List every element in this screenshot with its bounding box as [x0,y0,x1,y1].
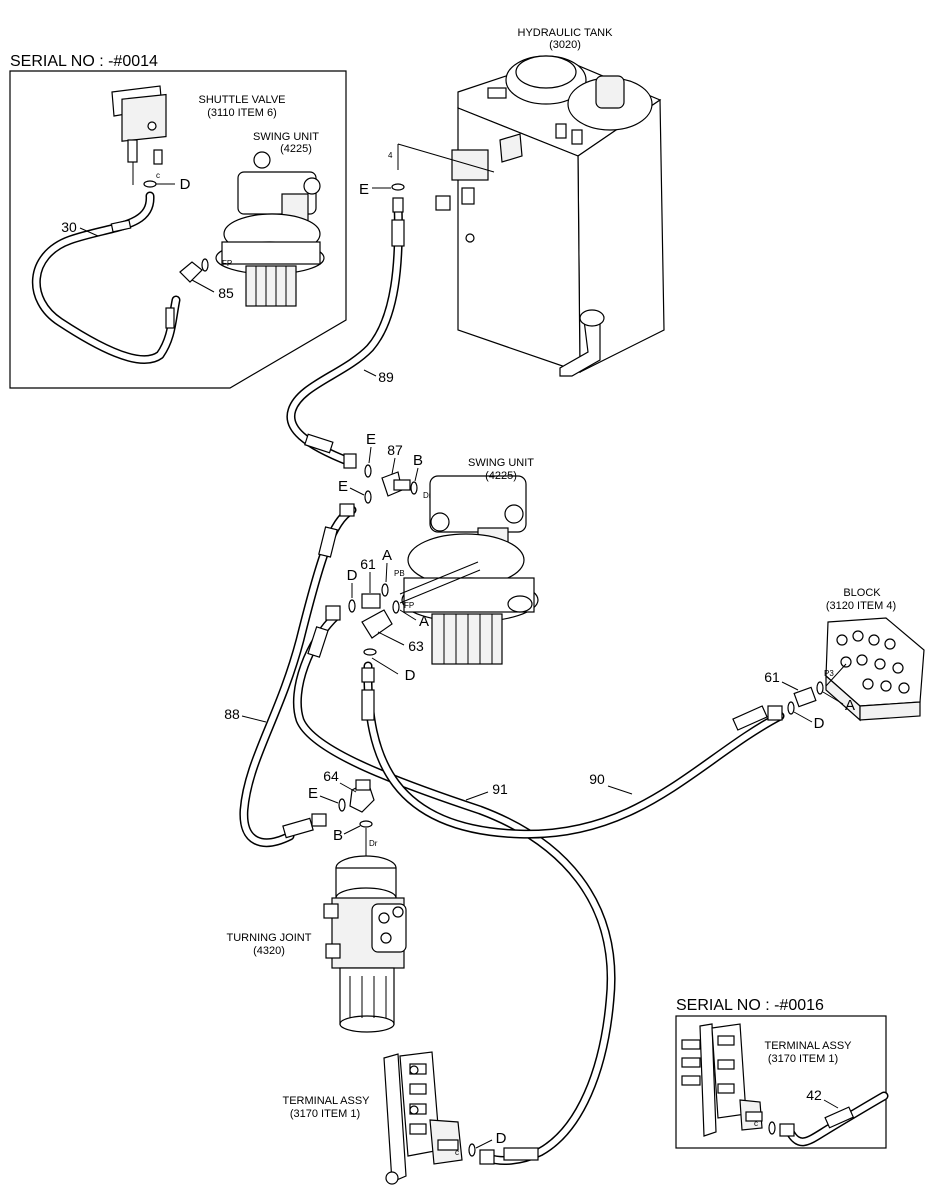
letter-e-tank: E [359,181,369,198]
letter-b-64: B [333,827,343,844]
part-number-91: 91 [492,781,508,797]
inset-serial-0014: SERIAL NO : -#0014 c D SHUTTLE VALVE (31… [9,53,347,389]
swing-unit-main-part [401,475,539,665]
part-number-64: 64 [323,768,339,784]
terminal-assy-main-part [383,1051,463,1185]
letter-a-block: A [845,697,855,714]
letter-e-64: E [308,785,318,802]
port-label-c-term-inset: c [754,1119,758,1128]
swing-unit-main-code: (4225) [485,470,517,482]
inset-frame-bottom [675,1015,887,1149]
part-number-88: 88 [224,706,240,722]
part-number-61b: 61 [764,669,780,685]
letter-d-term: D [496,1130,507,1147]
terminal-assy-main-name: TERMINAL ASSY [282,1095,370,1107]
terminal-assy-inset-part [681,1023,763,1137]
part-number-90: 90 [589,771,605,787]
port-label-c-term: c [455,1148,459,1157]
shuttle-valve-part [111,85,175,188]
port-label-fp-main: FP [404,601,414,610]
letter-b-87: B [413,452,423,469]
port-label-fp-inset: FP [222,259,232,268]
part-number-42: 42 [806,1087,822,1103]
swing-unit-inset-part [215,151,325,307]
shuttle-valve-code: (3110 ITEM 6) [207,107,277,119]
part-number-87: 87 [387,442,403,458]
inset-frame-top [9,70,347,389]
part-number-61a: 61 [360,556,376,572]
hydraulic-tank-name: HYDRAULIC TANK [518,27,614,39]
letter-d-block: D [814,715,825,732]
port-label-pb: PB [394,569,405,578]
swing-unit-main-name: SWING UNIT [468,457,534,469]
turning-joint-code: (4320) [253,945,285,957]
port-label-4: 4 [388,151,393,160]
letter-e-hose: E [338,478,348,495]
inset-serial-0016: SERIAL NO : -#0016 TERMINAL ASSY (3170 I… [675,997,889,1149]
shuttle-valve-name: SHUTTLE VALVE [198,94,285,106]
serial-number-bottom: SERIAL NO : -#0016 [676,997,824,1014]
letter-d-63: D [405,667,416,684]
block-code: (3120 ITEM 4) [826,600,896,612]
terminal-assy-main-code: (3170 ITEM 1) [290,1108,360,1120]
port-label-c: c [156,171,160,180]
terminal-assy-inset-name: TERMINAL ASSY [764,1040,852,1052]
part-number-63: 63 [408,638,424,654]
port-label-p3: P3 [824,669,834,678]
hydraulic-tank-part [435,55,665,377]
hydraulic-tank-code: (3020) [549,39,581,51]
part-number-30: 30 [61,219,77,235]
swing-unit-inset-code: (4225) [280,143,312,155]
swing-unit-inset-name: SWING UNIT [253,131,319,143]
port-label-dr-joint: Dr [369,839,378,848]
turning-joint-part [323,855,407,1033]
letter-d-inset: D [180,176,191,193]
terminal-assy-inset-code: (3170 ITEM 1) [768,1053,838,1065]
turning-joint-name: TURNING JOINT [227,932,312,944]
letter-a-63: A [419,613,429,630]
serial-number-top: SERIAL NO : -#0014 [10,53,158,70]
block-part [825,617,925,722]
letter-a-61: A [382,547,392,564]
part-number-85: 85 [218,285,234,301]
block-name: BLOCK [843,587,881,599]
letter-d-61: D [347,567,358,584]
port-label-dr-swing: Dr [423,491,432,500]
letter-e-87: E [366,431,376,448]
part-number-89: 89 [378,369,394,385]
